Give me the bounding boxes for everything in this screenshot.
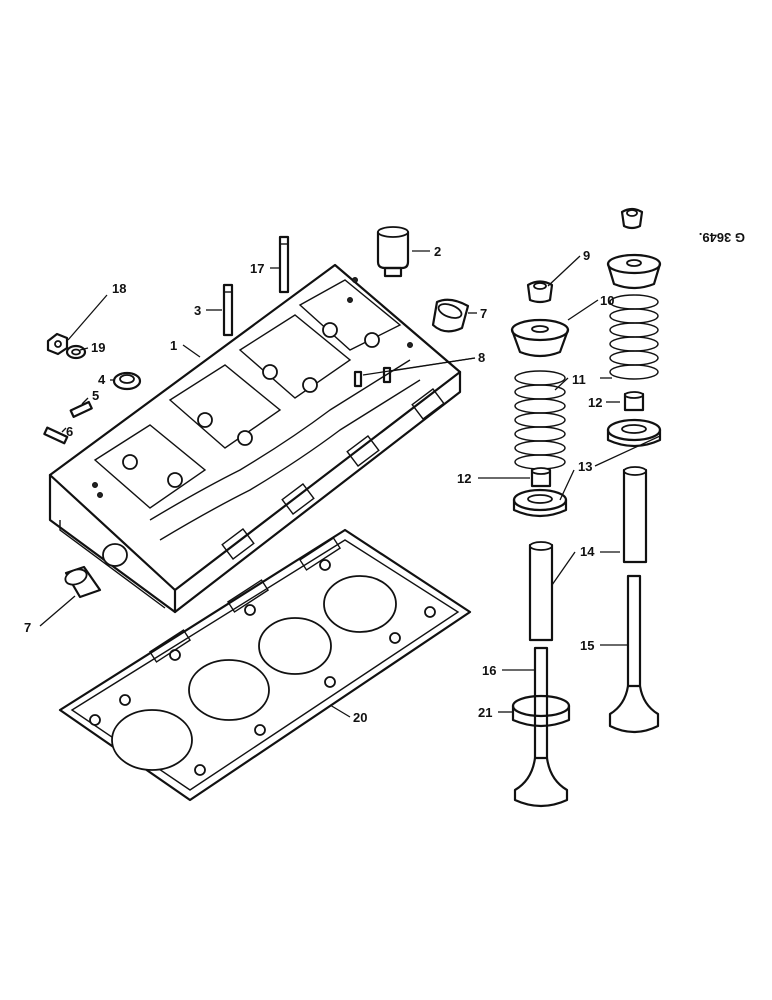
valve-guide-left <box>528 541 554 642</box>
stud-long <box>278 235 290 294</box>
callout-6: 6 <box>66 424 73 439</box>
callout-9: 9 <box>583 248 590 263</box>
spring-seat-left <box>512 488 568 518</box>
inlet-valve <box>513 646 569 808</box>
callout-8: 8 <box>478 350 485 365</box>
exhaust-valve <box>608 574 660 734</box>
drawing-reference: G 3649. <box>699 230 745 245</box>
valve-spring-right <box>609 294 659 380</box>
expansion-plug-lower <box>64 565 102 599</box>
valve-cotter-left <box>526 280 554 304</box>
stem-seal-left <box>530 467 552 488</box>
head-gasket <box>58 528 472 802</box>
callout-7-lower: 7 <box>24 620 31 635</box>
callout-7-upper: 7 <box>480 306 487 321</box>
callout-11: 11 <box>572 372 586 387</box>
expansion-plug-upper <box>431 298 470 333</box>
injector-sleeve <box>376 226 410 278</box>
callout-14: 14 <box>580 544 595 559</box>
callout-4: 4 <box>98 372 106 387</box>
callout-13: 13 <box>578 459 592 474</box>
callout-20: 20 <box>353 710 367 725</box>
callout-10: 10 <box>600 293 614 308</box>
callout-3: 3 <box>194 303 201 318</box>
rocker-studs <box>353 366 392 388</box>
spring-seat-right <box>606 418 662 448</box>
leader-lines <box>39 250 661 718</box>
callout-12-right: 12 <box>588 395 602 410</box>
dowel-pin-6 <box>43 426 69 445</box>
stem-seal-right <box>623 391 645 412</box>
valve-seat-insert <box>511 694 571 728</box>
cylinder-head <box>48 263 462 614</box>
callout-21: 21 <box>478 705 492 720</box>
spring-retainer-right <box>606 253 662 290</box>
callout-1: 1 <box>170 338 177 353</box>
valve-guide-right <box>622 466 648 564</box>
spring-retainer-left <box>510 318 570 358</box>
valve-cotter-right <box>620 207 644 230</box>
seal-ring <box>112 371 142 391</box>
callout-19: 19 <box>91 340 105 355</box>
dowel-pin-5 <box>69 400 93 418</box>
callout-12-left: 12 <box>457 471 471 486</box>
callout-16: 16 <box>482 663 496 678</box>
nut-and-washer <box>46 332 87 360</box>
valve-spring-left <box>514 370 566 470</box>
callout-15: 15 <box>580 638 594 653</box>
callout-18: 18 <box>112 281 126 296</box>
stud-short <box>222 283 234 337</box>
callout-5: 5 <box>92 388 99 403</box>
callout-17: 17 <box>250 261 264 276</box>
callout-2: 2 <box>434 244 441 259</box>
